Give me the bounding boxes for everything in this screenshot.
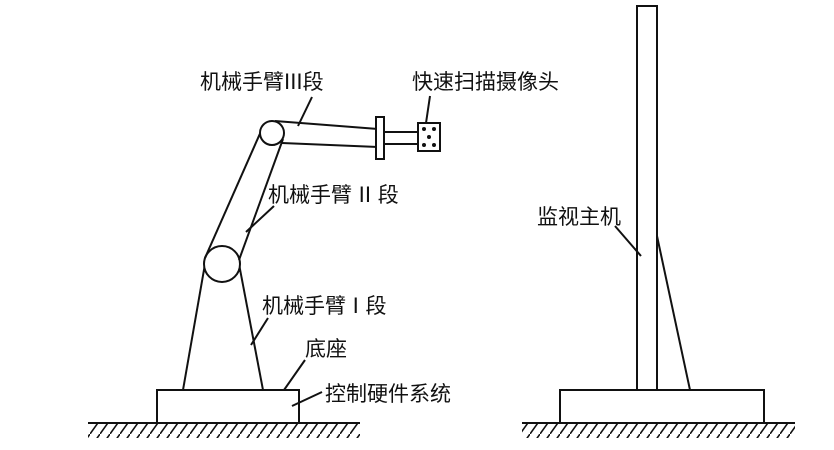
label-camera: 快速扫描摄像头: [412, 70, 559, 94]
camera-flange: [375, 116, 385, 160]
label-arm-1: 机械手臂 I 段: [262, 294, 387, 318]
control-hardware-block: [156, 389, 300, 424]
label-arm-3: 机械手臂III段: [200, 70, 324, 94]
left-ground: [88, 422, 360, 438]
leader-monitor: [614, 225, 642, 257]
leader-lines: [245, 95, 431, 407]
right-ground: [522, 422, 795, 438]
arm-segment-1: [182, 263, 264, 391]
arm-segment-2: [204, 128, 284, 261]
label-base: 底座: [305, 337, 347, 361]
arm-segment-3: [274, 120, 379, 148]
camera-icon: [417, 122, 441, 152]
camera-connector: [384, 131, 418, 145]
wrist-joint: [259, 120, 285, 146]
label-control-hardware: 控制硬件系统: [325, 382, 451, 406]
monitor-brace: [656, 235, 691, 391]
label-arm-2: 机械手臂 II 段: [268, 183, 399, 207]
monitor-base: [559, 389, 765, 424]
label-monitor: 监视主机: [537, 205, 621, 229]
monitor-pole: [636, 5, 658, 391]
elbow-joint: [203, 245, 241, 283]
